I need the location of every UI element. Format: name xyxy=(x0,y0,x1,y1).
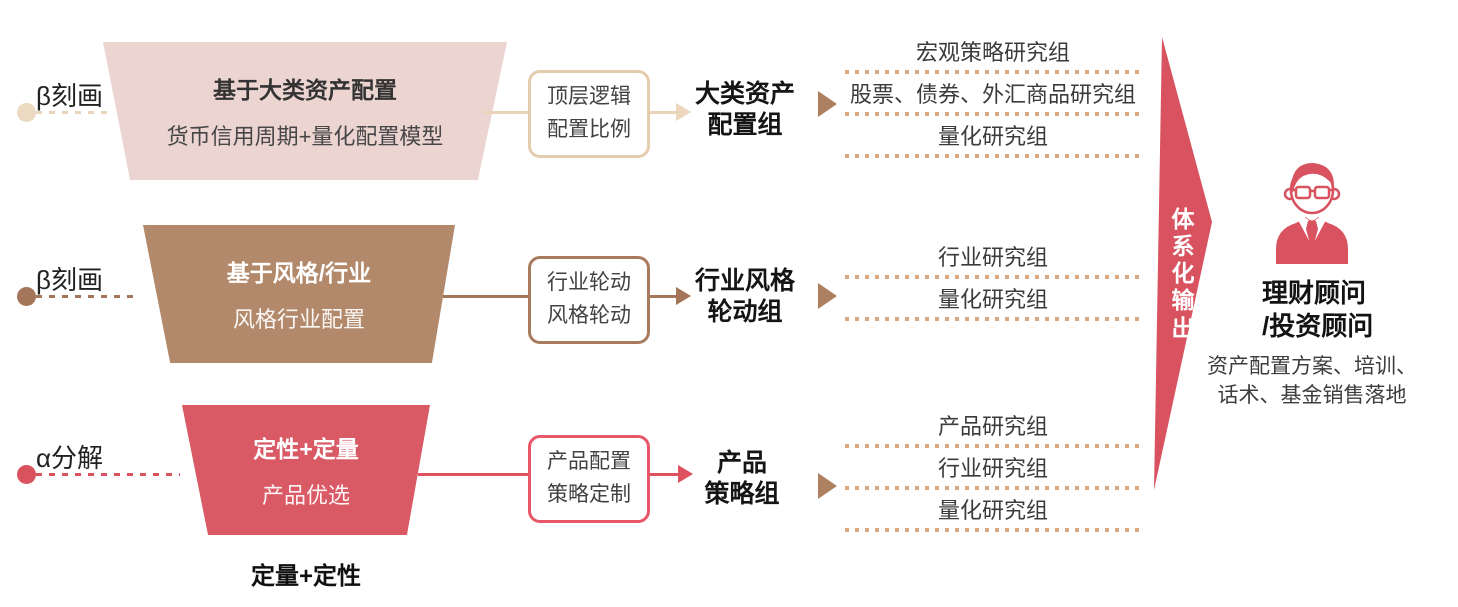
row3-arrowhead-icon xyxy=(678,465,693,483)
team-item: 量化研究组 xyxy=(937,498,1048,523)
row2-side-label: β刻画 xyxy=(36,265,103,295)
row3-process-line1: 产品配置 xyxy=(547,450,631,474)
row3-funnel-title: 定性+定量 xyxy=(253,436,359,462)
row2-dashed-line xyxy=(36,295,140,298)
row2-arrowhead-icon xyxy=(676,287,691,305)
row2-funnel-title: 基于风格/行业 xyxy=(226,260,372,286)
team-item: 行业研究组 xyxy=(937,456,1048,481)
output-banner-label: 体系化输出 xyxy=(1171,206,1195,341)
row1-group-line2: 配置组 xyxy=(707,110,783,139)
row1-group-label: 大类资产 配置组 xyxy=(686,79,804,140)
dotted-separator xyxy=(845,528,1141,532)
row3-funnel-subtitle: 产品优选 xyxy=(261,483,350,508)
team-item: 量化研究组 xyxy=(937,287,1048,312)
bottom-label: 定量+定性 xyxy=(250,563,361,590)
row1-dot-icon xyxy=(17,103,36,122)
advisor-person-icon xyxy=(1276,163,1348,264)
advisor-description: 资产配置方案、培训、 话术、基金销售落地 xyxy=(1203,352,1421,411)
row1-process-line1: 顶层逻辑 xyxy=(547,85,631,109)
dotted-separator xyxy=(845,275,1141,279)
row2-team-list: 行业研究组 量化研究组 xyxy=(845,237,1141,321)
dotted-separator xyxy=(845,444,1141,448)
row1-side-label: β刻画 xyxy=(36,81,103,111)
row3-triangle-icon xyxy=(818,473,837,499)
advisor-title: 理财顾问 /投资顾问 xyxy=(1262,277,1373,342)
row3-group-line2: 策略组 xyxy=(704,479,780,508)
team-item: 宏观策略研究组 xyxy=(915,40,1070,65)
row1-funnel-subtitle: 货币信用周期+量化配置模型 xyxy=(166,124,444,149)
row3-team-list: 产品研究组 行业研究组 量化研究组 xyxy=(845,406,1141,532)
row1-process-box: 顶层逻辑 配置比例 xyxy=(528,70,650,158)
advisor-title-line2: /投资顾问 xyxy=(1262,310,1374,341)
row1-group-line1: 大类资产 xyxy=(694,80,795,108)
row3-process-line2: 策略定制 xyxy=(547,483,631,506)
row1-funnel-title: 基于大类资产配置 xyxy=(213,77,397,103)
dotted-separator xyxy=(845,154,1141,158)
row2-group-line1: 行业风格 xyxy=(694,267,795,295)
row3-arrow-line xyxy=(650,473,678,476)
row2-triangle-icon xyxy=(818,283,837,309)
row1-arrow-line xyxy=(650,111,676,114)
row1-funnel: 基于大类资产配置 货币信用周期+量化配置模型 xyxy=(103,42,507,180)
output-banner-shape xyxy=(1154,37,1212,490)
advisor-desc-line2: 话术、基金销售落地 xyxy=(1217,384,1407,408)
row1-arrowhead-icon xyxy=(676,103,691,121)
row1-connector-line xyxy=(484,111,528,114)
row3-group-label: 产品 策略组 xyxy=(686,448,798,509)
row3-dashed-line xyxy=(36,473,180,476)
dotted-separator xyxy=(845,112,1141,116)
row2-dot-icon xyxy=(17,287,36,306)
row2-group-label: 行业风格 轮动组 xyxy=(686,266,804,327)
team-item: 股票、债券、外汇商品研究组 xyxy=(849,82,1136,107)
row2-process-line1: 行业轮动 xyxy=(547,271,631,295)
row1-team-list: 宏观策略研究组 股票、债券、外汇商品研究组 量化研究组 xyxy=(845,32,1141,158)
row2-funnel: 基于风格/行业 风格行业配置 xyxy=(143,225,455,363)
row1-triangle-icon xyxy=(818,91,837,117)
advisor-desc-line1: 资产配置方案、培训、 xyxy=(1207,355,1417,378)
team-item: 量化研究组 xyxy=(937,124,1048,149)
row1-process-line2: 配置比例 xyxy=(547,118,631,141)
dotted-separator xyxy=(845,70,1141,74)
dotted-separator xyxy=(845,317,1141,321)
advisor-title-line1: 理财顾问 xyxy=(1262,278,1367,308)
row2-connector-line xyxy=(443,295,528,298)
row2-group-line2: 轮动组 xyxy=(707,297,783,326)
row2-funnel-subtitle: 风格行业配置 xyxy=(232,307,365,332)
row3-process-box: 产品配置 策略定制 xyxy=(528,435,650,523)
row3-side-label: α分解 xyxy=(36,443,104,473)
team-item: 行业研究组 xyxy=(937,245,1048,270)
row2-process-box: 行业轮动 风格轮动 xyxy=(528,256,650,344)
row2-process-line2: 风格轮动 xyxy=(547,304,631,327)
row3-funnel: 定性+定量 产品优选 xyxy=(182,405,430,535)
row3-group-line1: 产品 xyxy=(716,449,767,477)
row3-dot-icon xyxy=(17,465,36,484)
dotted-separator xyxy=(845,486,1141,490)
team-item: 产品研究组 xyxy=(937,414,1048,439)
row3-connector-line xyxy=(418,473,528,476)
row1-dashed-line xyxy=(36,111,112,114)
row2-arrow-line xyxy=(650,295,676,298)
